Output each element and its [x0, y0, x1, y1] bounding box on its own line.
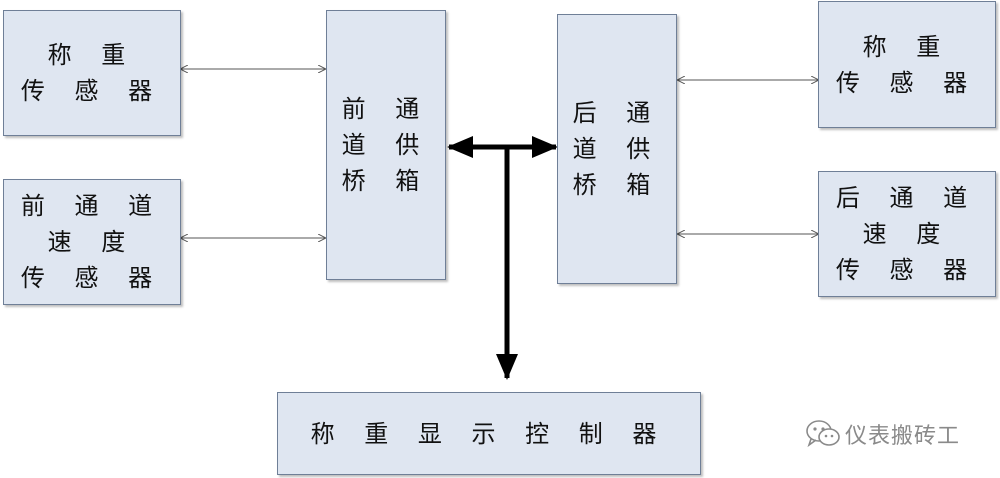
left-weighing-sensor-label: 称 重 传 感 器	[20, 41, 164, 105]
weighing-display-controller-label: 称 重 显 示 控 制 器	[310, 419, 668, 448]
front-channel-speed-sensor-label: 前 通 道 速 度 传 感 器	[20, 192, 164, 292]
wechat-icon	[806, 420, 840, 448]
rear-channel-bridge-label: 后 通 道 供 桥 箱	[572, 99, 662, 199]
left-weighing-sensor-box: 称 重 传 感 器	[3, 10, 181, 136]
rear-channel-speed-sensor-box: 后 通 道 速 度 传 感 器	[818, 171, 996, 297]
watermark: 仪表搬砖工	[805, 418, 960, 450]
front-channel-bridge-label: 前 通 道 供 桥 箱	[341, 95, 431, 195]
watermark-text: 仪表搬砖工	[845, 424, 961, 449]
rear-channel-speed-sensor-label: 后 通 道 速 度 传 感 器	[835, 184, 979, 284]
weighing-display-controller-box: 称 重 显 示 控 制 器	[277, 392, 701, 475]
right-weighing-sensor-box: 称 重 传 感 器	[818, 1, 996, 128]
front-channel-speed-sensor-box: 前 通 道 速 度 传 感 器	[3, 179, 181, 305]
rear-channel-bridge-box: 后 通 道 供 桥 箱	[557, 14, 677, 284]
front-channel-bridge-box: 前 通 道 供 桥 箱	[326, 10, 446, 280]
right-weighing-sensor-label: 称 重 传 感 器	[835, 32, 979, 97]
